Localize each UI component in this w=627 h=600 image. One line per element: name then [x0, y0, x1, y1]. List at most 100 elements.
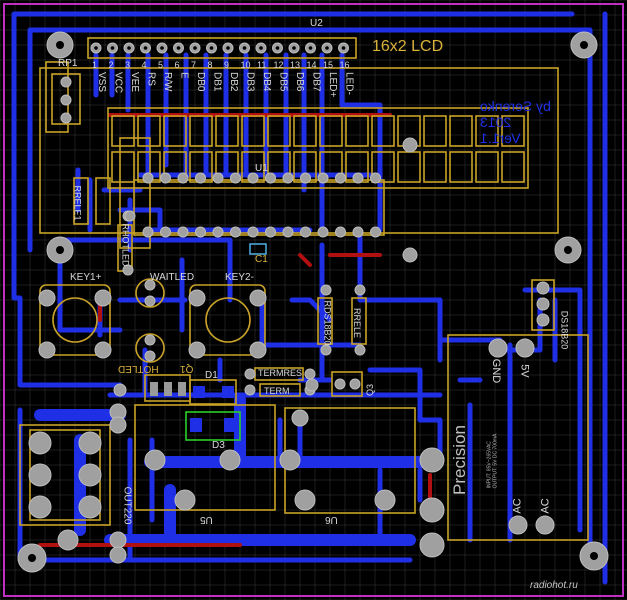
lcd-pin-name: RS [146, 72, 157, 86]
lcd-cell [163, 115, 187, 147]
u1-pin [230, 172, 241, 184]
u1-pins [142, 172, 381, 238]
u1-pin [160, 226, 171, 238]
lcd-pin-number: 2 [109, 60, 114, 70]
u1-pin [335, 172, 346, 184]
lcd-pin-number: 13 [290, 60, 300, 70]
lcd-cell [163, 151, 187, 183]
lcd-pin-number: 12 [274, 60, 284, 70]
lcd-cell [501, 115, 525, 147]
lcd-pin-number: 1 [92, 60, 97, 70]
lcd-cell [189, 115, 213, 147]
u1-pin [265, 172, 276, 184]
lcd-pin-name: DB7 [311, 72, 322, 92]
lcd-cell [319, 115, 343, 147]
out220-terminal-block [19, 403, 127, 564]
lcd-pin-name: VSS [96, 72, 107, 92]
lcd-pin-name: DB1 [212, 72, 223, 92]
lcd-cell [475, 151, 499, 183]
u1-pin [195, 172, 206, 184]
lcd-pin-number: 5 [158, 60, 163, 70]
u1-pin [317, 226, 329, 238]
rp1-trimmer [51, 73, 81, 125]
u1-pin [300, 226, 311, 238]
lcd-pin-number: 7 [191, 60, 196, 70]
lcd-pin-name: LED+ [327, 72, 338, 97]
lcd-cell [501, 151, 525, 183]
lcd-module-outline [39, 37, 559, 249]
top-layer-traces [38, 113, 432, 547]
lcd-cell [215, 151, 239, 183]
lcd-cell [267, 151, 291, 183]
lcd-pin-name: DB2 [228, 72, 239, 92]
lcd-cell [319, 151, 343, 183]
u1-pin [282, 172, 294, 184]
precision-power-module [447, 334, 589, 541]
lcd-char-cells [111, 115, 525, 183]
u1-pin [352, 226, 364, 238]
lcd-pin-name: DB6 [294, 72, 305, 92]
d3-diode [185, 411, 241, 441]
lcd-pin-number: 16 [340, 60, 350, 70]
u1-pin [212, 226, 224, 238]
lcd-pin-name: DB5 [278, 72, 289, 92]
lcd-cell [293, 115, 317, 147]
lcd-pin-number: 3 [125, 60, 130, 70]
board-outline [3, 3, 624, 597]
lcd-cell [345, 115, 369, 147]
lcd-cell [475, 115, 499, 147]
lcd-pin-name: DB3 [245, 72, 256, 92]
lcd-pin-number: 14 [307, 60, 317, 70]
lcd-pin-name: DB0 [195, 72, 206, 92]
lcd-cell [111, 151, 135, 183]
u1-pin [300, 172, 311, 184]
lcd-pin-name: DB4 [261, 72, 272, 92]
u1-pin [370, 172, 381, 184]
lcd-pin-number: 9 [224, 60, 229, 70]
lcd-pin-number: 15 [323, 60, 333, 70]
lcd-cell [241, 115, 265, 147]
mounting-holes [17, 31, 609, 573]
u1-pin [142, 226, 154, 238]
lcd-cell [267, 115, 291, 147]
u6-relay [279, 407, 445, 558]
lcd-cell [397, 151, 421, 183]
lcd-cell [371, 115, 395, 147]
u1-pin [177, 172, 189, 184]
lcd-pin-number: 4 [142, 60, 147, 70]
q3-transistor [331, 371, 363, 397]
u1-pin [247, 226, 259, 238]
u1-pin [177, 226, 189, 238]
u1-pin [142, 172, 154, 184]
lcd-pin-number: 10 [241, 60, 251, 70]
d1-diode [189, 379, 237, 405]
c1-capacitor [249, 243, 267, 255]
u1-pin [212, 172, 224, 184]
lcd-cell [371, 151, 395, 183]
lcd-pin-name: R/W [162, 72, 173, 92]
u1-pin [230, 226, 241, 238]
key1-button [38, 284, 112, 359]
lcd-pin-name: VCC [113, 72, 124, 93]
lcd-pin-number: 11 [257, 60, 266, 70]
lcd-pin-number: 8 [208, 60, 213, 70]
u1-pin [195, 226, 206, 238]
u5-relay [134, 404, 276, 511]
lcd-cell [423, 115, 447, 147]
u1-pin [370, 226, 381, 238]
via-pads [113, 137, 418, 397]
lcd-pin-name: LED- [344, 72, 355, 95]
lcd-cell [137, 115, 161, 147]
lcd-pin-number: 6 [175, 60, 180, 70]
waitled [135, 278, 165, 308]
lcd-cell [111, 115, 135, 147]
u1-pin [265, 226, 276, 238]
lcd-cell [449, 151, 473, 183]
key2-button [188, 284, 267, 359]
lcd-cell [449, 115, 473, 147]
ds18b20-header [531, 279, 555, 331]
u1-pin [317, 172, 329, 184]
lcd-cell [423, 151, 447, 183]
lcd-pin-header: 1VSS2VCC3VEE4RS5R/W6E7DB08DB19DB210DB311… [90, 42, 355, 97]
